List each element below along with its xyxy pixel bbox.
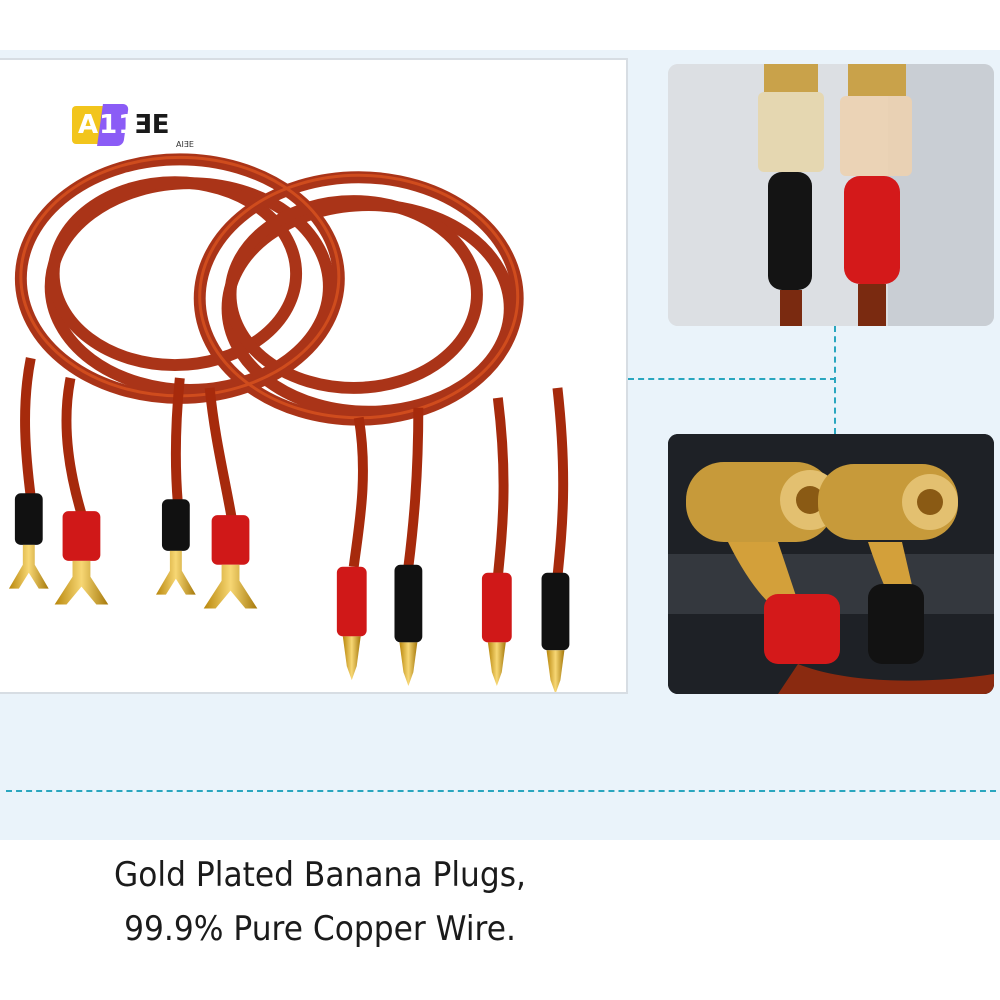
product-photo — [0, 58, 628, 694]
connector-line-top — [628, 378, 836, 380]
logo-mark-text: A11 — [78, 110, 138, 140]
brand-logo: A11 ƎE AIƎE — [72, 104, 202, 150]
connector-line-vertical — [834, 326, 836, 434]
divider-line — [6, 790, 996, 792]
caption-line-2: 99.9% Pure Copper Wire. — [124, 909, 516, 949]
caption-line-1: Gold Plated Banana Plugs, — [114, 855, 526, 895]
spade-connectors — [8, 493, 258, 609]
speaker-cables-illustration — [8, 153, 570, 692]
detail-photo-terminals — [668, 434, 994, 694]
banana-plugs — [336, 564, 570, 692]
logo-sub-text: AIƎE — [176, 140, 194, 149]
binding-post-closeup — [668, 434, 994, 694]
detail-photo-plugs — [668, 64, 994, 326]
product-caption: Gold Plated Banana Plugs, 99.9% Pure Cop… — [0, 848, 640, 956]
logo-tail-text: ƎE — [134, 110, 170, 140]
banana-plug-closeup — [668, 64, 994, 326]
